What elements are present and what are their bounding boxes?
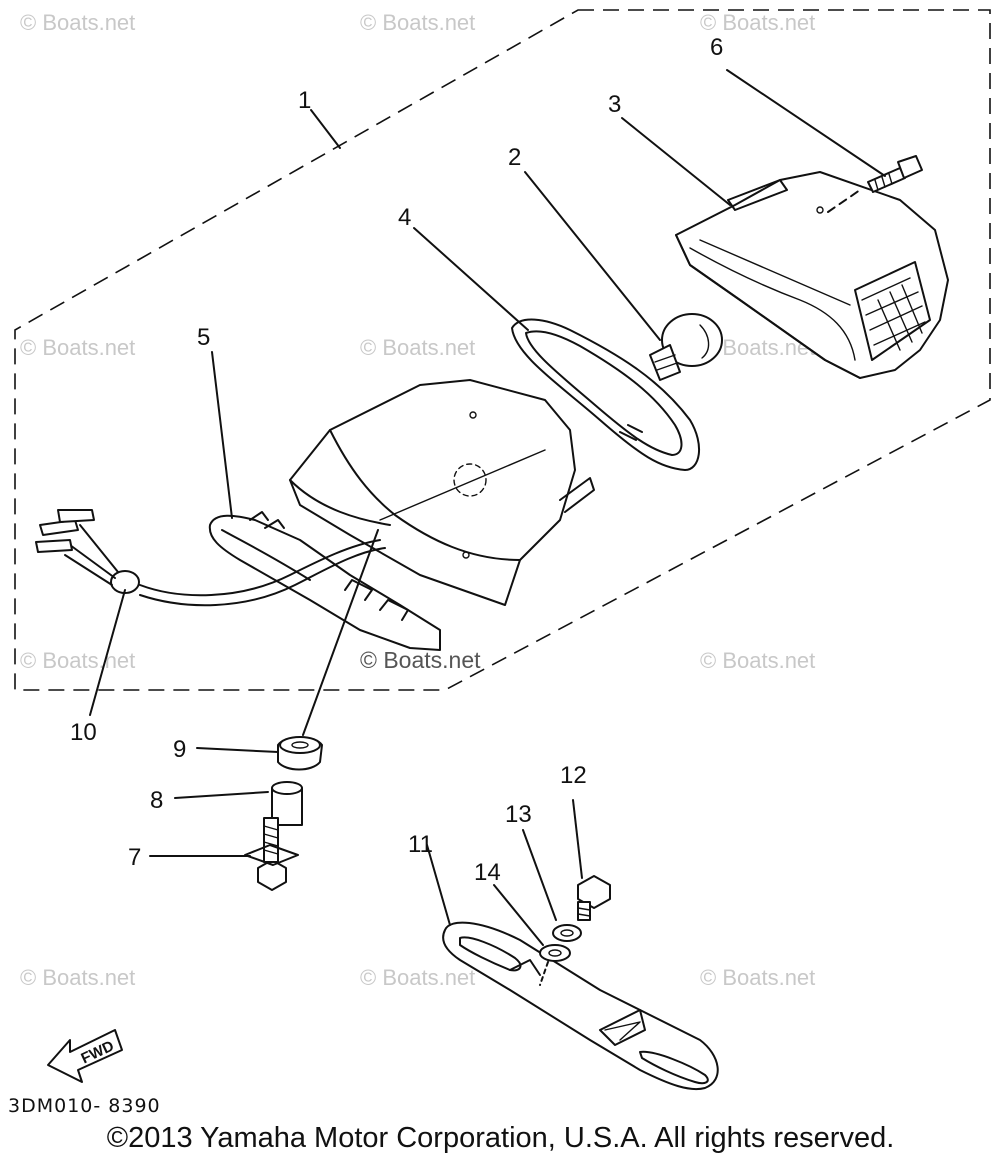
callout-2: 2 bbox=[508, 144, 521, 171]
watermark-text: © Boats.net bbox=[700, 965, 815, 990]
part-base-plate bbox=[208, 511, 441, 651]
part-grommet-9 bbox=[277, 736, 323, 771]
callout-12: 12 bbox=[560, 762, 587, 789]
part-gasket bbox=[511, 318, 701, 471]
copyright-notice: ©2013 Yamaha Motor Corporation, U.S.A. A… bbox=[106, 1122, 895, 1154]
callout-9: 9 bbox=[173, 736, 186, 763]
callout-11: 11 bbox=[408, 831, 433, 858]
callout-13: 13 bbox=[505, 801, 532, 828]
part-collar-8 bbox=[271, 781, 303, 826]
watermarks: © Boats.net © Boats.net © Boats.net © Bo… bbox=[20, 10, 815, 990]
watermark-text: © Boats.net bbox=[20, 648, 135, 673]
assembly-boundary bbox=[14, 9, 991, 691]
watermark-text: © Boats.net bbox=[20, 335, 135, 360]
part-wire-harness bbox=[35, 509, 386, 607]
part-bulb bbox=[649, 313, 723, 381]
part-lens bbox=[675, 171, 949, 379]
fwd-arrow: FWD bbox=[47, 1029, 123, 1083]
part-bracket bbox=[442, 921, 719, 1091]
callout-7: 7 bbox=[128, 844, 141, 871]
callout-6: 6 bbox=[710, 34, 723, 61]
callouts: 1 2 3 4 5 6 7 8 9 10 11 12 13 14 bbox=[70, 34, 723, 886]
watermark-text: © Boats.net bbox=[360, 335, 475, 360]
part-bolt-7 bbox=[244, 817, 299, 891]
part-screw-6 bbox=[867, 155, 923, 193]
part-bolt-12 bbox=[577, 875, 611, 921]
callout-5: 5 bbox=[197, 324, 210, 351]
watermark-text: © Boats.net bbox=[360, 965, 475, 990]
watermark-text: © Boats.net bbox=[700, 648, 815, 673]
callout-8: 8 bbox=[150, 787, 163, 814]
watermark-text-dark: © Boats.net bbox=[360, 647, 481, 673]
callout-3: 3 bbox=[608, 91, 621, 118]
callout-1: 1 bbox=[298, 87, 311, 114]
diagram-code: 3DM010- 8390 bbox=[8, 1095, 161, 1117]
watermark-text: © Boats.net bbox=[360, 10, 475, 35]
leader-lines bbox=[89, 69, 886, 986]
callout-14: 14 bbox=[474, 859, 501, 886]
watermark-text: © Boats.net bbox=[700, 10, 815, 35]
watermark-text: © Boats.net bbox=[20, 965, 135, 990]
part-washer-13 bbox=[552, 924, 582, 942]
parts-diagram: © Boats.net © Boats.net © Boats.net © Bo… bbox=[8, 9, 991, 1117]
callout-10: 10 bbox=[70, 719, 97, 746]
callout-4: 4 bbox=[398, 204, 411, 231]
part-washer-14 bbox=[539, 944, 571, 962]
watermark-text: © Boats.net bbox=[20, 10, 135, 35]
part-tail-light-body bbox=[289, 379, 595, 606]
